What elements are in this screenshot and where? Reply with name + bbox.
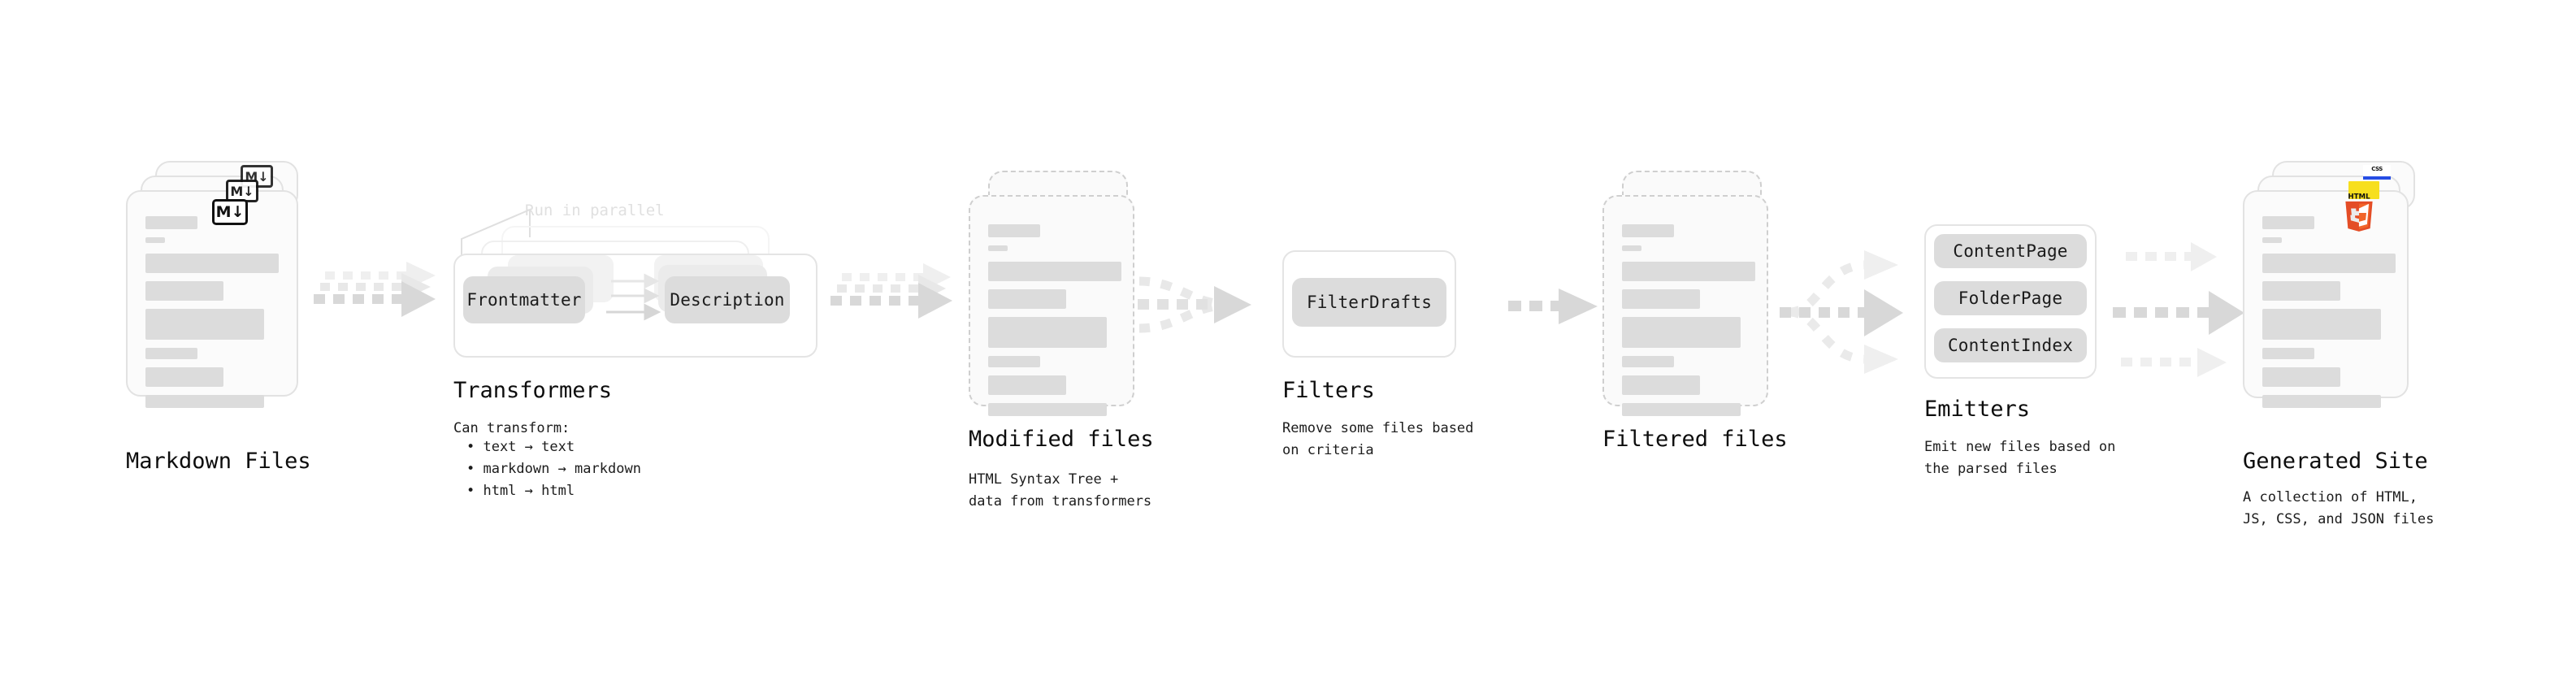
transformers-subheading: Can transform: bbox=[453, 420, 570, 436]
modified-file-card-front bbox=[969, 195, 1134, 416]
modified-files-title: Modified files bbox=[969, 427, 1154, 452]
markdown-icon-label-back-1: M↓ bbox=[230, 183, 254, 199]
generated-site-content-lines bbox=[2262, 216, 2396, 416]
markdown-files-card-stack: M↓ M↓ M↓ bbox=[126, 161, 298, 408]
emitters-pill-contentpage[interactable]: ContentPage bbox=[1934, 234, 2087, 268]
arrow-filters-to-filtered-files bbox=[1508, 288, 1598, 324]
transformers-pill-description[interactable]: Description bbox=[665, 276, 790, 323]
generated-site-card-front bbox=[2243, 190, 2409, 408]
javascript-icon bbox=[2348, 181, 2379, 199]
generated-site-sub-line-0: A collection of HTML, bbox=[2243, 489, 2418, 505]
filtered-file-card-front bbox=[1602, 195, 1768, 416]
transformers-pill-description-label: Description bbox=[670, 290, 785, 310]
css3-icon: CSS bbox=[2363, 165, 2391, 180]
emitters-pill-contentindex[interactable]: ContentIndex bbox=[1934, 328, 2087, 362]
filtered-files-title: Filtered files bbox=[1602, 427, 1788, 452]
filtered-file-content-lines bbox=[1622, 224, 1755, 424]
emitters-pill-contentpage-label: ContentPage bbox=[1953, 241, 2068, 261]
emitters-pill-contentindex-label: ContentIndex bbox=[1947, 336, 2074, 355]
generated-site-sub-line-1: JS, CSS, and JSON files bbox=[2243, 511, 2435, 527]
generated-site-card-stack: CSS HTML bbox=[2243, 161, 2415, 408]
run-in-parallel-leader-line bbox=[461, 208, 531, 260]
arrow-filtered-files-to-emitters bbox=[1780, 250, 1903, 374]
modified-file-content-lines bbox=[988, 224, 1121, 424]
run-in-parallel-callout: Run in parallel bbox=[525, 202, 665, 219]
markdown-icon-label: M↓ bbox=[215, 202, 245, 221]
arrow-modified-files-to-filters bbox=[1138, 276, 1251, 333]
transformers-pill-frontmatter[interactable]: Frontmatter bbox=[463, 276, 585, 323]
emitters-title: Emitters bbox=[1924, 397, 2031, 422]
emitters-sub-line-0: Emit new files based on bbox=[1924, 439, 2116, 455]
markdown-file-card-front bbox=[126, 190, 298, 408]
transformers-internal-arrows bbox=[606, 273, 661, 321]
markdown-files-title: Markdown Files bbox=[126, 449, 311, 474]
transformers-sub-item-2: • html → html bbox=[466, 483, 575, 499]
markdown-icon: M↓ bbox=[212, 199, 248, 225]
markdown-file-content-lines bbox=[145, 216, 282, 416]
modified-files-sub-line-1: data from transformers bbox=[969, 493, 1152, 510]
modified-files-sub-line-0: HTML Syntax Tree + bbox=[969, 471, 1119, 488]
filters-sub-line-1: on criteria bbox=[1282, 442, 1374, 458]
svg-text:HTML: HTML bbox=[2348, 193, 2370, 201]
transformers-sub-item-1: • markdown → markdown bbox=[466, 461, 641, 477]
emitters-sub-line-1: the parsed files bbox=[1924, 461, 2058, 477]
transformers-title: Transformers bbox=[453, 378, 613, 403]
transformers-sub-item-0: • text → text bbox=[466, 439, 575, 455]
filters-pill-filterdrafts[interactable]: FilterDrafts bbox=[1292, 278, 1446, 327]
arrow-transformers-to-modified-files bbox=[830, 263, 952, 319]
arrow-markdown-to-transformers bbox=[314, 262, 436, 317]
emitters-pill-folderpage[interactable]: FolderPage bbox=[1934, 281, 2087, 315]
filtered-files-card-stack bbox=[1602, 171, 1775, 416]
generated-site-title: Generated Site bbox=[2243, 449, 2428, 474]
filters-pill-filterdrafts-label: FilterDrafts bbox=[1306, 293, 1433, 312]
emitters-pill-folderpage-label: FolderPage bbox=[1958, 288, 2063, 308]
transformers-pill-frontmatter-label: Frontmatter bbox=[466, 290, 582, 310]
html5-icon: HTML bbox=[2345, 193, 2373, 232]
filters-sub-line-0: Remove some files based bbox=[1282, 420, 1474, 436]
filters-title: Filters bbox=[1282, 378, 1375, 403]
arrow-emitters-to-generated-site bbox=[2113, 242, 2244, 377]
modified-files-card-stack bbox=[969, 171, 1141, 416]
